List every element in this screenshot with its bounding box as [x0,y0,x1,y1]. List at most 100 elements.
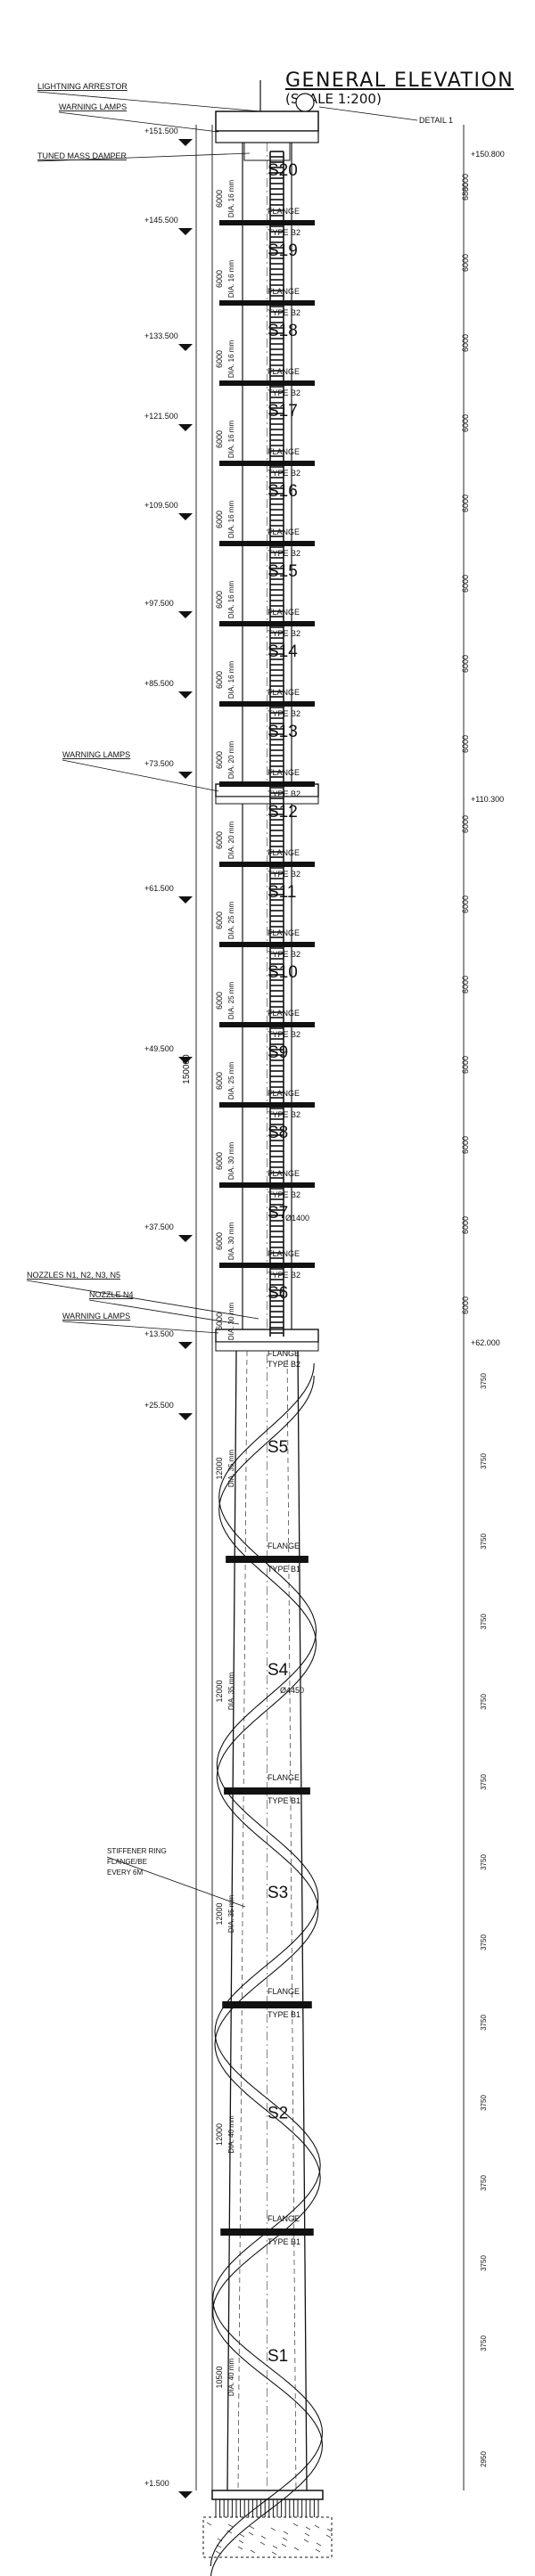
strake-pitch-dimension: 3750 [480,1854,488,1870]
section-height: 6000 [215,751,224,769]
foundation-hatch [206,2522,212,2526]
leader-line [26,1280,259,1320]
section-height: 12000 [215,1902,224,1925]
dimension-lines [26,91,465,2498]
foundation-hatch [239,2533,245,2538]
section-height: 6000 [215,430,224,448]
foundation-hatch [293,2547,300,2551]
foundation-hatch [281,2543,287,2547]
section-label: S10 [268,963,298,982]
flange-b2 [219,701,315,707]
foundation-hatch [237,2546,243,2550]
flange-type-label: FLANGE [268,1542,300,1550]
section-label: S5 [268,1438,288,1457]
foundation-hatch [271,2551,277,2556]
flange-type-label: FLANGE [268,1089,300,1098]
foundation-hatch [292,2523,299,2527]
strake-edge [218,1375,315,1510]
section-diameter: DIA. 35 mm [227,1895,235,1934]
callout-stiffener-ring: FLANGE/BE [107,1858,147,1866]
leader-line [37,91,261,112]
elevation-marker [178,896,193,904]
section-diameter: DIA. 25 mm [227,982,235,1020]
foundation-hatch [304,2532,310,2537]
section-diameter: DIA. 16 mm [227,581,235,619]
foundation-hatch [248,2531,254,2536]
flange-b1 [222,2001,312,2008]
section-diameter: DIA. 16 mm [227,260,235,298]
section-label: S19 [268,241,298,260]
right-dimension: 6000 [461,976,470,994]
spiral-strakes [210,1362,324,2576]
flange-b2 [219,781,315,787]
section-diameter: DIA. 40 mm [227,2359,235,2397]
callout-stiffener-ring: EVERY 6M [107,1869,144,1877]
strake-edge [218,1509,317,1644]
strake-pitch-dimension: 3750 [480,1694,488,1710]
strake-pitch-dimension: 3750 [480,2095,488,2111]
section-label: S20 [268,161,298,180]
strake-edge [216,1763,319,1899]
section-height: 12000 [215,1457,224,1479]
flange-type-label: TYPE B2 [268,789,300,798]
strake-edge [216,1630,317,1765]
elevation-left: +85.500 [144,679,174,688]
section-height: 6000 [215,992,224,1010]
flange-b2 [219,380,315,386]
section-height: 6000 [215,511,224,528]
section-diameter: DIA. 20 mm [227,822,235,860]
strake-pitch-dimension: 3750 [480,1934,488,1950]
section-diameter: DIA. 40 mm [227,2115,235,2154]
elevation-marker [178,513,193,520]
section-height: 6000 [215,1232,224,1250]
flange-type-label: TYPE B2 [268,1030,300,1039]
right-dimension: 6000 [461,1296,470,1314]
callout-warning-lamps-top: WARNING LAMPS [59,102,127,111]
foundation-hatch [272,2545,278,2549]
callout-detail-1: DETAIL 1 [419,116,453,125]
elevation-left: +73.500 [144,759,174,768]
right-dimension: 6000 [461,575,470,593]
section-height: 6000 [215,350,224,368]
leader-line [62,1321,219,1334]
strake-edge [210,2444,324,2576]
callout-tuned-mass-damper: TUNED MASS DAMPER [37,151,128,160]
section-height: 6000 [215,912,224,929]
callout-stiffener-ring: STIFFENER RING [107,1847,167,1855]
strake-pitch-dimension: 3750 [480,1774,488,1790]
elevation-left: +25.500 [144,1401,174,1410]
flange-type-label: TYPE B2 [268,950,300,959]
flange-type-label: TYPE B2 [268,308,300,317]
leader-line [62,759,219,792]
elevation-marker [178,139,193,146]
section-diameter: DIA. 25 mm [227,1062,235,1100]
strake-edge [212,2164,321,2300]
access-ladder [269,151,284,1337]
elevation-marker [178,1342,193,1349]
elevation-marker [178,1057,193,1064]
strake-edge [212,2177,321,2312]
flange-b2 [219,300,315,306]
elevation-left: +61.500 [144,884,174,893]
elevation-marker [178,228,193,235]
leader-line [106,1856,246,1908]
right-dimension-top: 6800 [461,183,470,200]
elevation-left: +13.500 [144,1329,174,1338]
foundation-hatch [325,2534,332,2539]
elevation-right: +110.300 [471,795,504,804]
flange-b2 [219,1102,315,1108]
right-dimension: 6000 [461,1056,470,1074]
flange-type-label: FLANGE [268,1349,300,1358]
flange-type-label: TYPE B2 [268,1110,300,1119]
strake-edge [214,2031,321,2166]
strake-pitch-dimension: 3750 [480,2015,488,2031]
flange-type-label: FLANGE [268,1169,300,1178]
elevation-left: +133.500 [144,331,178,340]
elevation-marker [178,1235,193,1242]
elevation-left: +1.500 [144,2479,169,2488]
lower-inner-hidden-right [286,1350,297,2491]
flange-b2 [219,541,315,546]
elevation-left: +49.500 [144,1044,174,1053]
flange-type-label: FLANGE [268,367,300,376]
section-height: 6000 [215,190,224,208]
